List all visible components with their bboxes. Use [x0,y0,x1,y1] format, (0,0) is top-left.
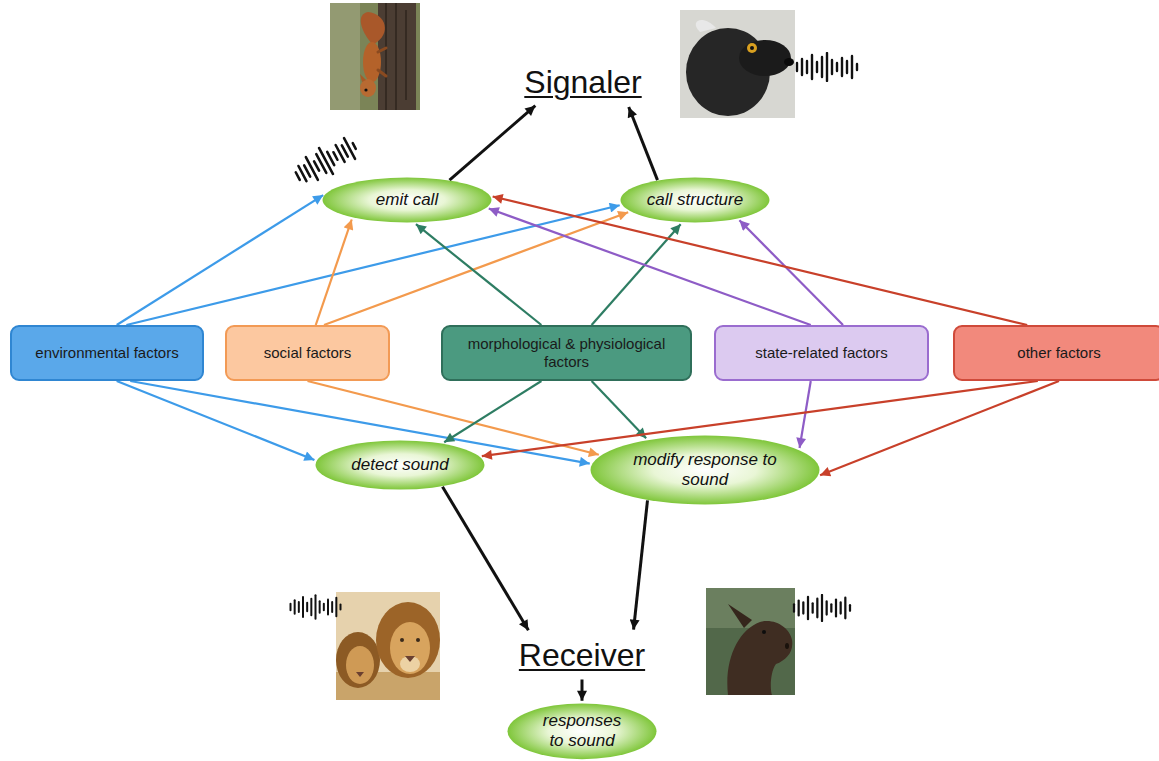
sound-wave [291,133,362,189]
process-label: detect sound [351,455,448,475]
connector-arrow [316,220,352,325]
ellipse-fill [591,436,820,505]
factor-label: morphological & physiological factors [453,335,680,371]
role-label: Receiver [519,637,645,674]
connector-arrow [416,224,541,325]
role-title: Receiver [515,635,649,676]
factor-box: social factors [225,325,390,381]
process-ellipse: detect sound [315,440,485,490]
squirrel-photo [330,3,420,110]
connector-arrow [308,381,599,455]
sound-wave [291,595,341,618]
connector-arrow [634,500,648,629]
process-ellipse: emit call [322,177,492,223]
connector-arrow [739,220,843,325]
connector-arrow [450,106,536,180]
factor-label: state-related factors [755,344,888,362]
connector-arrow [444,381,541,442]
factor-box: other factors [953,325,1159,381]
connector-arrow [800,381,811,448]
connector-arrow [580,679,583,700]
factor-label: other factors [1017,344,1100,362]
connector-arrow [493,196,1028,325]
connector-arrow [629,107,658,180]
lions-photo [336,592,440,700]
process-label: emit call [376,190,438,210]
moose-photo [706,588,795,695]
process-ellipse: modify response to sound [590,435,820,505]
factor-label: environmental factors [35,344,178,362]
connector-arrow [324,212,628,325]
connector-arrow [489,209,811,325]
factor-box: morphological & physiological factors [441,325,692,381]
connector-arrow [443,487,529,631]
ellipse-fill [316,441,485,490]
role-title: Signaler [520,62,645,103]
lemur-photo [680,10,795,118]
connector-arrow [592,381,647,438]
factor-box: state-related factors [714,325,929,381]
process-label: call structure [647,190,743,210]
ellipse-fill [323,178,492,223]
process-label: responses to sound [540,711,625,750]
factor-box: environmental factors [10,325,204,381]
ellipse-fill [621,178,770,223]
process-ellipse: call structure [620,177,770,223]
sound-wave [797,53,857,81]
role-label: Signaler [524,64,641,101]
process-label: modify response to sound [630,450,780,489]
factor-label: social factors [264,344,352,362]
ellipse-fill [508,703,657,759]
sound-wave [794,595,850,621]
process-ellipse: responses to sound [507,703,657,760]
connector-arrow [117,381,315,460]
connector-arrow [820,381,1059,475]
connector-arrow [117,195,324,325]
